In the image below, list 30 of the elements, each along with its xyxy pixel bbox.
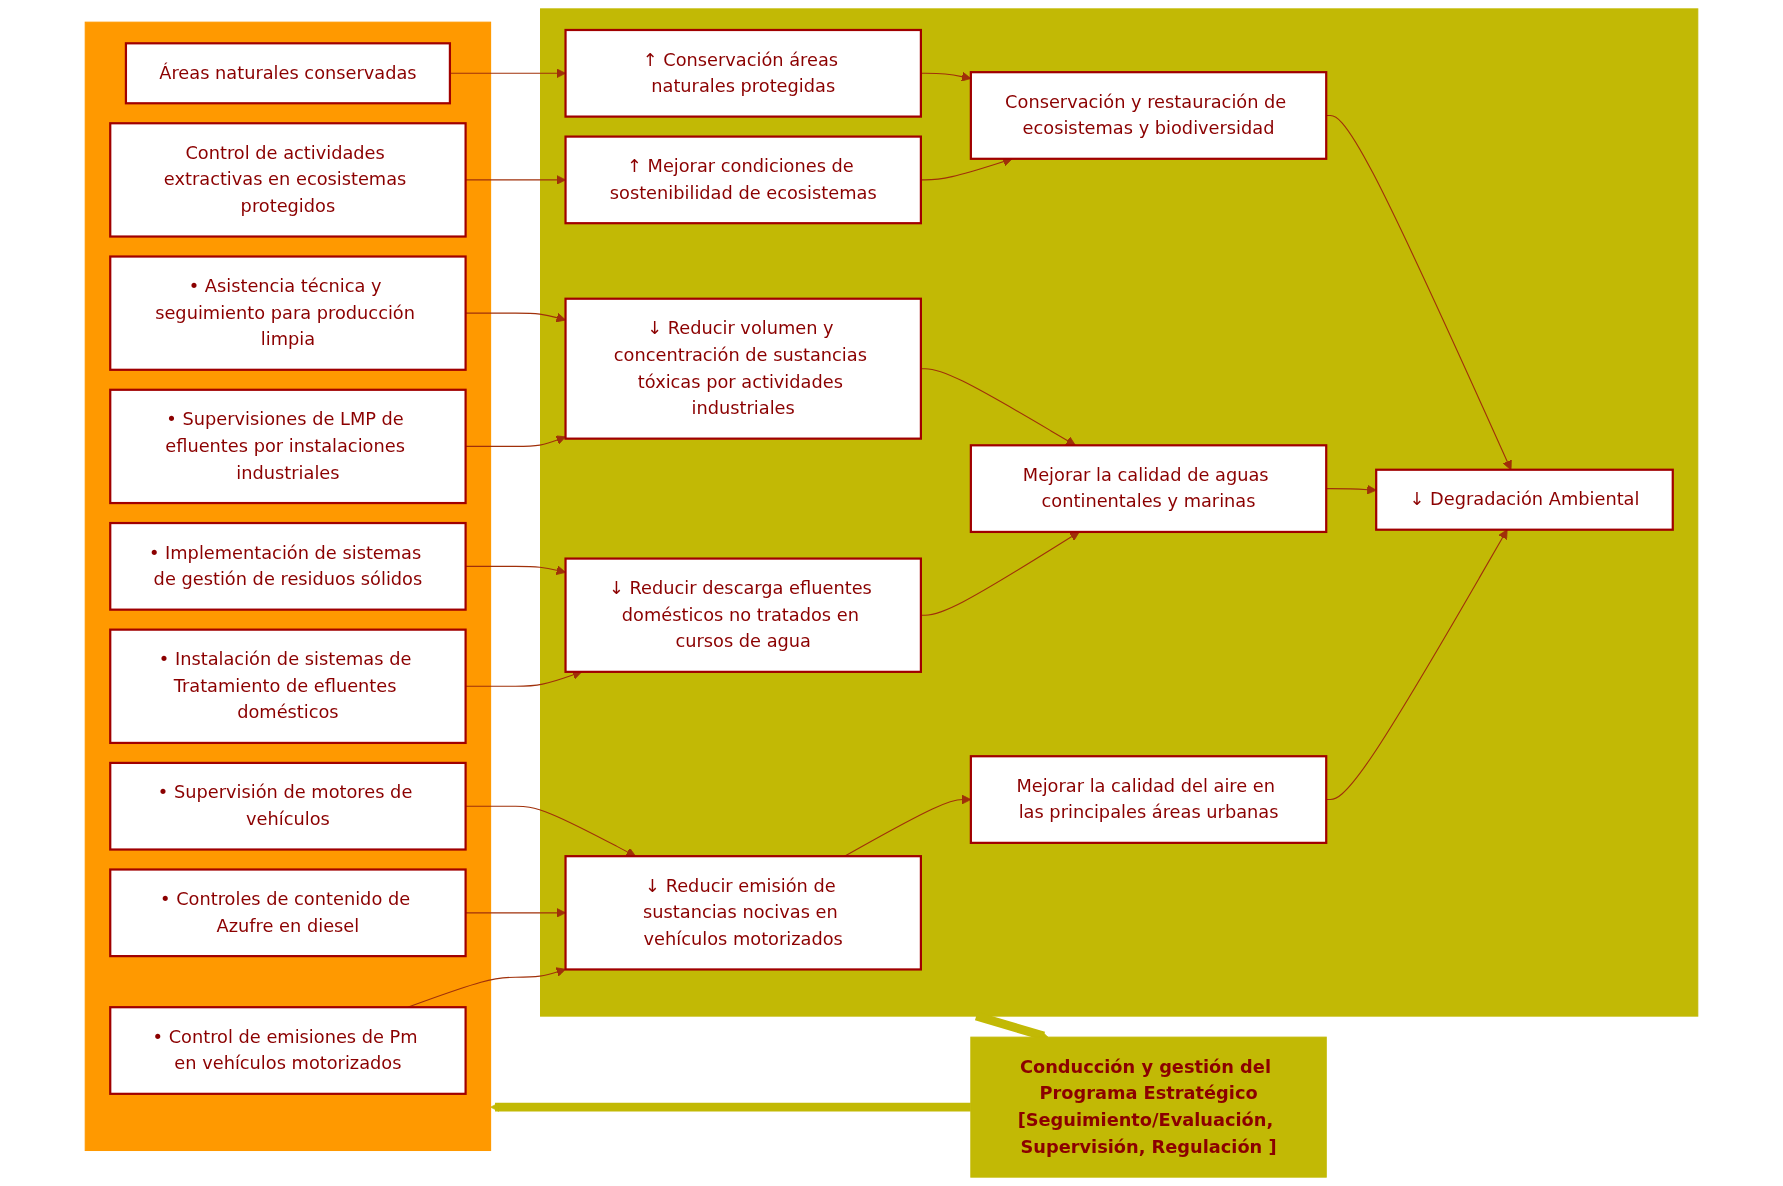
cluster	[540, 8, 1699, 1017]
node-box: • Asistencia técnica y seguimiento para producción limpia	[109, 255, 467, 371]
arrow	[449, 68, 566, 79]
cluster	[84, 21, 492, 1151]
arrow	[920, 368, 1076, 446]
node-box: • Supervisiones de LMP de efluentes por instalaciones industriales	[109, 388, 467, 505]
node-box: Conservación y restauración de ecosistemas y biodiversidad	[969, 71, 1328, 160]
node-box: • Controles de contenido de Azufre en diesel	[109, 868, 467, 958]
arrow	[465, 312, 566, 323]
node-box: Mejorar la calidad del aire en las principales áreas urbanas	[969, 755, 1328, 844]
node-box: Conducción y gestión del Programa Estratégico [Seguimiento/Evaluación, Supervisión, Regulación ]	[970, 1036, 1327, 1178]
arrow	[465, 805, 636, 857]
node-box: • Control de emisiones de Pm en vehículos motorizados	[109, 1006, 467, 1095]
arrow	[465, 907, 566, 918]
node-box: Áreas naturales conservadas	[124, 42, 452, 105]
node-box: • Implementación de sistemas de gestión de residuos sólidos	[109, 521, 467, 611]
arrow	[465, 175, 566, 185]
node-box: ↓ Reducir descarga efluentes domésticos no tratados en cursos de agua	[564, 557, 922, 673]
node-box: • Supervisión de motores de vehículos	[109, 761, 467, 851]
node-box: Mejorar la calidad de aguas continentales y marinas	[969, 444, 1328, 534]
node-box: ↓ Degradación Ambiental	[1375, 468, 1674, 531]
node-box: ↓ Reducir emisión de sustancias nocivas en vehículos motorizados	[564, 855, 922, 971]
node-box: ↑ Mejorar condiciones de sostenibilidad de ecosistemas	[564, 135, 922, 225]
node-box: ↓ Reducir volumen y concentración de sustancias tóxicas por actividades industriales	[564, 297, 922, 440]
arrow	[465, 435, 566, 447]
arrow	[465, 565, 566, 576]
node-box: Control de actividades extractivas en ecosistemas protegidos	[109, 122, 467, 238]
arrow	[920, 531, 1080, 616]
node-box: • Instalación de sistemas de Tratamiento de efluentes domésticos	[109, 628, 467, 745]
node-box: ↑ Conservación áreas naturales protegidas	[564, 28, 922, 118]
